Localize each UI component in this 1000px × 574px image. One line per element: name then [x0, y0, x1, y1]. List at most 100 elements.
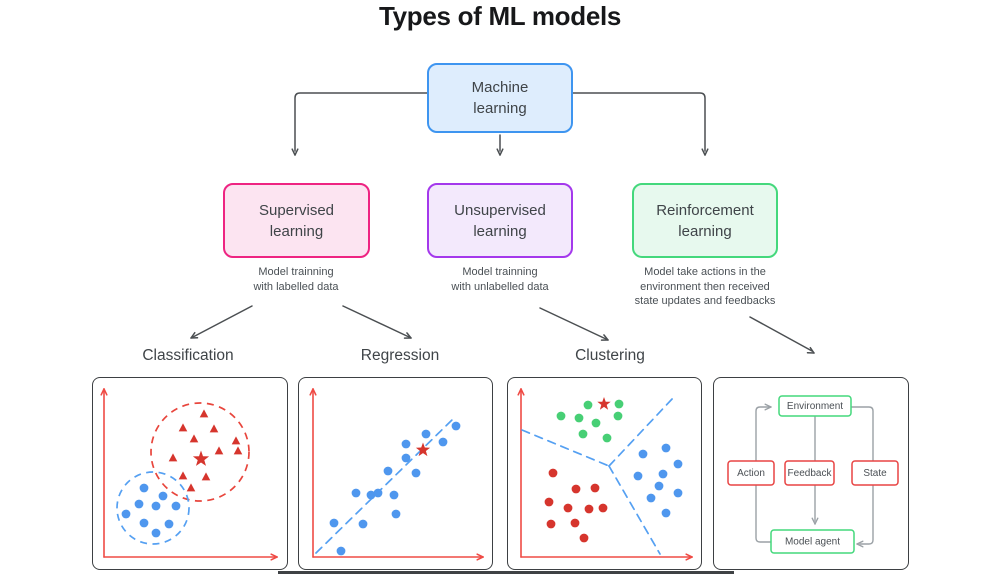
arrowhead	[103, 388, 108, 396]
green-dot	[613, 411, 623, 421]
connector-path	[192, 305, 253, 338]
red-dot	[544, 497, 554, 507]
node-reinforcement-learning: Reinforcement learning	[632, 183, 778, 258]
blue-dot	[658, 469, 668, 479]
flow-node-model-agent-label: Model agent	[785, 537, 840, 548]
blue-dot	[673, 488, 683, 498]
arrowhead	[701, 148, 706, 156]
blue-dot	[139, 518, 149, 528]
regression-label: Regression	[360, 347, 440, 364]
red-star	[415, 442, 431, 457]
flow-node-environment-label: Environment	[787, 401, 843, 412]
red-triangle	[178, 471, 188, 480]
arrowhead	[704, 148, 709, 156]
green-dot	[591, 418, 601, 428]
connector-path	[749, 316, 813, 352]
green-dot	[556, 411, 566, 421]
arrowhead	[856, 540, 864, 545]
green-dot	[574, 413, 584, 423]
arrowhead	[312, 388, 317, 396]
red-dot	[548, 468, 558, 478]
blue-dot	[336, 546, 346, 556]
blue-dot	[151, 528, 161, 538]
red-star	[597, 397, 611, 410]
blue-dot	[673, 459, 683, 469]
arrowhead	[685, 556, 693, 561]
arrowhead	[406, 332, 412, 339]
blue-dot	[633, 471, 643, 481]
reinforcement-description: Model take actions in the environment th…	[634, 266, 776, 308]
red-dot	[546, 519, 556, 529]
red-dot	[570, 518, 580, 528]
blue-dot	[401, 453, 411, 463]
connector-path	[539, 307, 607, 340]
classification-label: Classification	[142, 347, 234, 364]
green-dot	[602, 433, 612, 443]
arrowhead	[291, 148, 296, 156]
red-triangle	[178, 423, 188, 432]
blue-dot	[151, 501, 161, 511]
arrowhead	[270, 556, 278, 561]
blue-dot	[438, 437, 448, 447]
arrowhead	[270, 553, 278, 558]
flow-node-model-agent	[770, 529, 855, 554]
page-title: Types of ML models	[378, 1, 622, 31]
arrowhead	[856, 543, 864, 548]
supervised-description: Model trainning with labelled data	[253, 266, 339, 293]
node-supervised-learning: Supervised learning	[223, 183, 370, 258]
arrowhead	[496, 148, 501, 156]
arrowhead	[476, 556, 484, 561]
blue-dot	[654, 481, 664, 491]
arrowhead	[809, 346, 815, 354]
arrowhead	[685, 553, 693, 558]
flow-node-action	[727, 460, 775, 486]
arrowhead	[190, 331, 196, 339]
arrowhead	[811, 517, 816, 525]
arrowhead	[764, 403, 772, 408]
red-dot	[571, 484, 581, 494]
arrowhead	[476, 553, 484, 558]
red-triangle	[233, 446, 243, 455]
green-dot	[614, 399, 624, 409]
green-dot	[578, 429, 588, 439]
red-dot	[563, 503, 573, 513]
flow-node-action-label: Action	[737, 468, 765, 479]
blue-dot	[139, 483, 149, 493]
blue-dot	[158, 491, 168, 501]
node-unsupervised-label: Unsupervised learning	[454, 201, 546, 240]
arrowhead	[499, 148, 504, 156]
blue-dot	[329, 518, 339, 528]
blue-dot	[661, 443, 671, 453]
red-triangle	[199, 409, 209, 418]
regression-plot	[309, 388, 484, 561]
blue-dot	[451, 421, 461, 431]
arrowhead	[603, 334, 609, 341]
blue-dot	[171, 501, 181, 511]
blue-dot	[421, 429, 431, 439]
clustering-label: Clustering	[575, 347, 645, 364]
blue-dot	[358, 519, 368, 529]
blue-dot	[411, 468, 421, 478]
regression-panel	[298, 377, 493, 570]
flow-node-state-label: State	[863, 468, 887, 479]
red-triangle	[186, 483, 196, 492]
unsupervised-description: Model trainning with unlabelled data	[451, 266, 549, 293]
blue-dot	[134, 499, 144, 509]
blue-dot	[391, 509, 401, 519]
blue-dot	[638, 449, 648, 459]
connector-path	[572, 92, 706, 152]
classification-plot	[100, 388, 278, 561]
red-star	[192, 450, 210, 466]
blue-dot	[646, 493, 656, 503]
flow-node-feedback	[784, 460, 835, 486]
red-triangle	[231, 436, 241, 445]
connector-path	[294, 92, 428, 152]
node-unsupervised-learning: Unsupervised learning	[427, 183, 573, 258]
flow-node-environment	[778, 395, 852, 417]
arrowhead	[100, 388, 105, 396]
red-triangle	[168, 453, 178, 462]
dashed-line	[521, 429, 610, 467]
flow-node-state	[851, 460, 899, 486]
